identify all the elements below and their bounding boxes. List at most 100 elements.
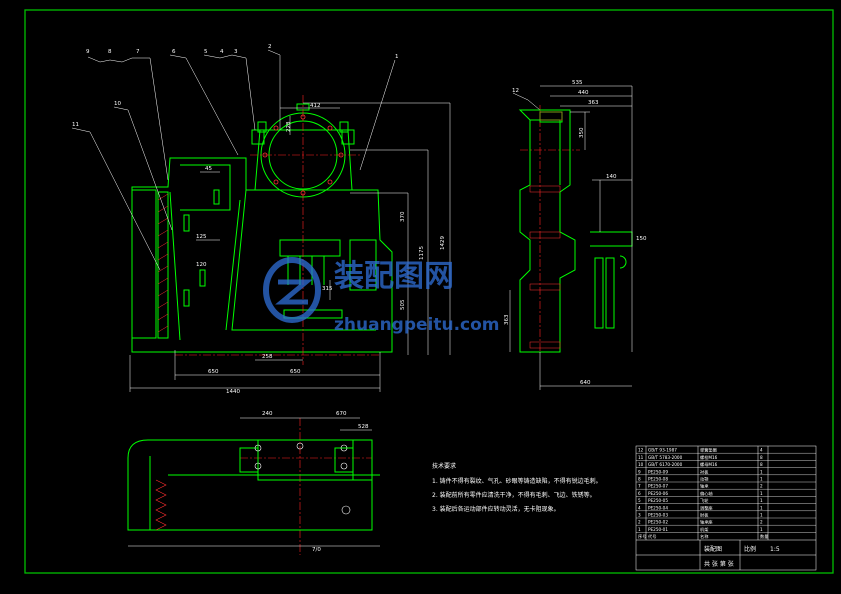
side-dim-label: 363	[588, 100, 599, 106]
top-view-bolts	[254, 442, 351, 515]
title-block-cell: 螺母M16	[700, 461, 718, 468]
side-dim-label: 535	[572, 80, 583, 86]
front-dim-label: 650	[290, 369, 301, 375]
title-block-cell: 2	[760, 520, 763, 525]
title-block-cell: 6	[638, 491, 641, 496]
part-number: 10	[114, 101, 121, 107]
part-number: 1	[395, 54, 399, 60]
title-block-cell: 1	[760, 469, 763, 474]
title-block-cell: 10	[638, 462, 644, 467]
front-dim-label: 370	[400, 211, 406, 222]
notes-item: 3. 装配后各运动部件应转动灵活，无卡阻现象。	[432, 505, 560, 513]
title-block-cell: 2	[760, 484, 763, 489]
title-block-cell: 8	[760, 462, 763, 467]
part-number: 4	[220, 49, 224, 55]
side-dimensions	[509, 85, 633, 390]
front-dim-label: 1440	[226, 389, 240, 395]
part-number: 5	[204, 49, 208, 55]
watermark-logo-icon	[263, 257, 321, 323]
title-block-cell: 1	[760, 527, 763, 532]
side-view-hatch	[529, 111, 563, 349]
title-block-header-cell: 序号	[638, 533, 646, 540]
title-block-cell: 肘板	[700, 512, 709, 519]
front-dim-label: 228	[286, 121, 292, 132]
title-block-cell: PE250-05	[648, 498, 668, 503]
top-view	[127, 439, 380, 531]
front-dim-label: 125	[196, 234, 207, 240]
title-block-header-cell: 代号	[648, 533, 656, 540]
title-block-cell: 2	[638, 520, 641, 525]
title-block-cell: 1	[760, 477, 763, 482]
side-dim-label: 140	[606, 174, 617, 180]
part-number: 11	[72, 122, 79, 128]
title-block-cell: 动颚	[700, 476, 709, 483]
top-dimensions	[128, 417, 380, 547]
side-dim-label: 440	[578, 90, 589, 96]
front-dim-label: 650	[208, 369, 219, 375]
front-dim-label: 120	[196, 262, 207, 268]
title-block-cell: 4	[638, 505, 641, 510]
top-dim-label: 528	[358, 424, 369, 430]
part-number: 9	[86, 49, 90, 55]
title-block-cell: PE250-02	[648, 520, 668, 525]
notes-title: 技术要求	[432, 462, 456, 470]
title-block-cell: 4	[760, 448, 763, 453]
title-block-cell: 1	[760, 513, 763, 518]
title-block-cell: 1	[760, 498, 763, 503]
title-block-cell: 9	[638, 469, 641, 474]
part-leaders	[71, 49, 541, 271]
part-number: 2	[268, 44, 272, 50]
title-block-name: 装配图	[704, 545, 722, 553]
side-dim-label: 640	[580, 380, 591, 386]
title-block-header-cell: 数量	[760, 533, 768, 540]
front-dim-label: 505	[400, 299, 406, 310]
title-block-cell: 1	[638, 527, 641, 532]
title-block-cell: GB/T 6170-2000	[648, 462, 683, 467]
title-block-cell: GB/T 93-1987	[648, 448, 677, 453]
scale-label: 比例	[744, 545, 756, 553]
side-dimension-labels: 535 440 363 350 140 150 363 640	[504, 80, 647, 386]
title-block-cell: 8	[638, 477, 641, 482]
watermark: 装配图网 zhuangpeitu.com	[263, 257, 500, 335]
title-block-cell: 1	[760, 491, 763, 496]
front-dim-label: 315	[322, 286, 333, 292]
title-block-cell: PE250-04	[648, 505, 668, 510]
front-dimensions	[129, 102, 451, 392]
title-block-cell: 12	[638, 448, 644, 453]
front-dim-label: 1175	[419, 246, 425, 260]
title-block-cell: 螺栓M16	[700, 454, 718, 461]
top-dimension-labels: 240 670 528 7/0	[262, 411, 369, 553]
part-number: 3	[234, 49, 238, 55]
notes-item: 2. 装配前所有零件应清洗干净，不得有毛刺、飞边、铁锈等。	[432, 491, 596, 499]
title-block-cell: PE250-03	[648, 513, 668, 518]
title-block-cell: 飞轮	[700, 497, 709, 504]
title-block-cell: 1	[760, 505, 763, 510]
part-number: 8	[108, 49, 112, 55]
part-number: 7	[136, 49, 140, 55]
side-dim-label: 350	[579, 127, 585, 138]
watermark-logo-icon	[275, 279, 313, 305]
scale-value: 1:5	[770, 546, 780, 553]
part-number-labels: 9 8 7 6 5 4 3 2 1 10 11 12	[72, 44, 519, 128]
front-jaw-hatch	[157, 193, 169, 333]
title-block-cell: 8	[760, 455, 763, 460]
title-block-footer: 装配图 比例 1:5 共 张 第 张	[704, 545, 780, 568]
title-block-header-cell: 名称	[700, 533, 708, 540]
title-block-cell: 11	[638, 455, 644, 460]
title-block-cell: 偏心轴	[700, 490, 713, 497]
watermark-url: zhuangpeitu.com	[334, 315, 500, 335]
title-block-cell: 调整座	[700, 504, 713, 511]
drawing-frame	[24, 9, 834, 574]
front-dim-label: 1429	[440, 236, 446, 250]
front-dim-label: 258	[262, 354, 273, 360]
front-dimension-labels: 412 228 1429 1175 505 370 258 650 650 14…	[196, 103, 446, 395]
top-dim-label: 7/0	[312, 547, 321, 553]
notes-item: 1. 铸件不得有裂纹、气孔、砂眼等铸造缺陷，不得有锐边毛刺。	[432, 477, 602, 485]
front-dim-label: 412	[310, 103, 321, 109]
title-block-cell: 弹簧垫圈	[700, 447, 717, 454]
side-view	[518, 109, 633, 353]
title-block-cell: PE250-07	[648, 484, 668, 489]
title-block-cell: 7	[638, 484, 641, 489]
